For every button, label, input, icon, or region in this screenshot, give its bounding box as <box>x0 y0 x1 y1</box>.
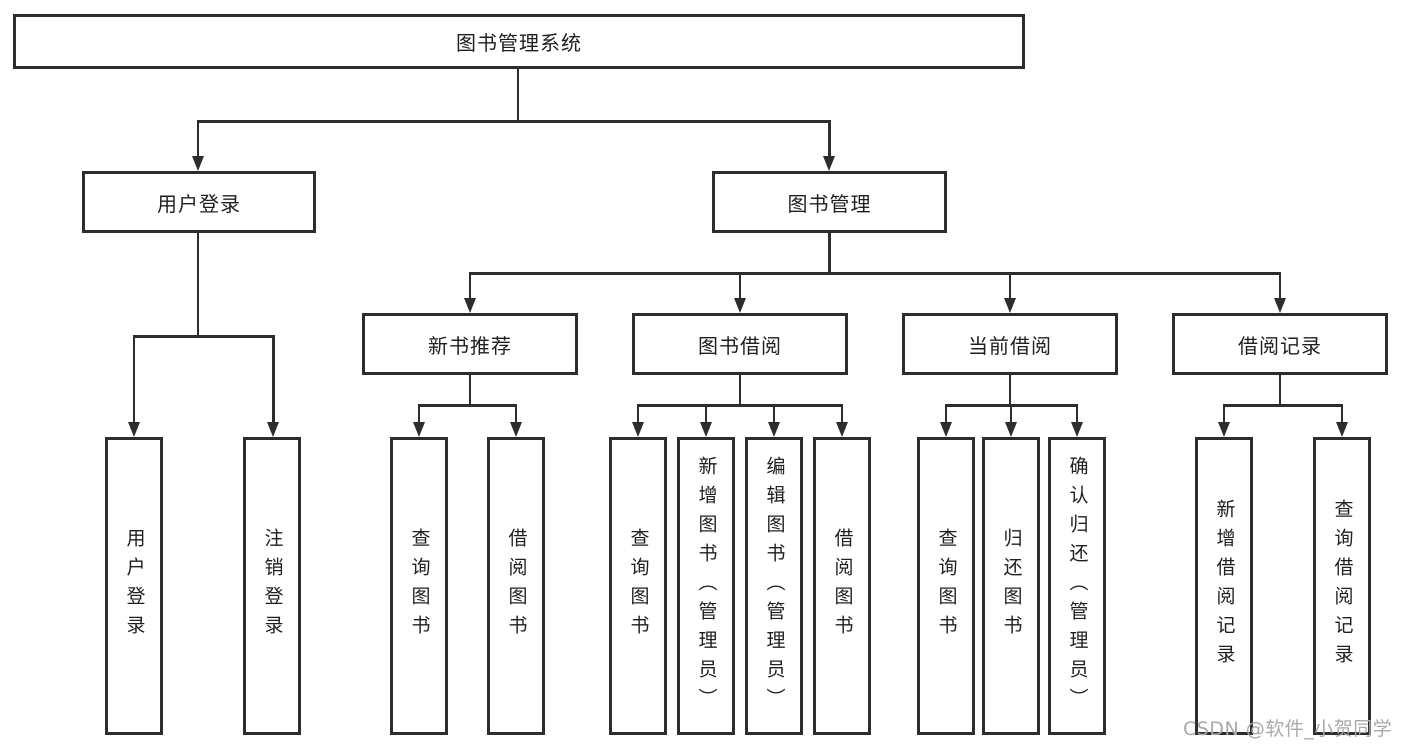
connector-leaf-stub <box>1222 404 1226 423</box>
leaf-query-books-current-label: 查询图书 <box>935 528 958 644</box>
arrowhead-down-icon <box>835 422 848 437</box>
leaf-query-borrow-record: 查询借阅记录 <box>1313 437 1371 735</box>
connector-leaf-stub <box>636 404 640 423</box>
leaf-return-books: 归还图书 <box>982 437 1040 735</box>
leaf-logout: 注销登录 <box>243 437 301 735</box>
leaf-add-books-admin: 新增图书（管理员） <box>677 437 735 735</box>
leaf-user-login: 用户登录 <box>105 437 163 735</box>
connector-leaf-stub <box>132 335 136 422</box>
connector-leaf-stub <box>1008 272 1012 299</box>
connector-leaf-stub <box>514 404 518 423</box>
leaf-edit-books-admin: 编辑图书（管理员） <box>745 437 803 735</box>
node-new-book-recommend: 新书推荐 <box>362 313 578 375</box>
arrowhead-down-icon <box>823 156 835 171</box>
connector-user-login-hline <box>132 335 275 338</box>
arrowhead-down-icon <box>267 422 279 437</box>
node-book-borrow: 图书借阅 <box>632 313 848 375</box>
connector-user-login-stub <box>196 120 200 158</box>
connector-level3-hline <box>468 272 1282 275</box>
connector-leaf-stub <box>944 404 948 423</box>
arrowhead-down-icon <box>1070 422 1083 437</box>
connector-leaf-stub <box>738 272 742 299</box>
connector-group-hline <box>417 404 518 407</box>
node-user-login-label: 用户登录 <box>157 191 241 216</box>
arrowhead-down-icon <box>1335 422 1348 437</box>
arrowhead-down-icon <box>767 422 780 437</box>
connector-leaf-stub <box>840 404 844 423</box>
connector-group-hline <box>636 404 844 407</box>
leaf-user-login-label: 用户登录 <box>123 528 146 644</box>
leaf-query-books-current: 查询图书 <box>917 437 975 735</box>
connector-leaf-stub <box>1075 404 1079 423</box>
connector-leaf-stub <box>272 335 275 422</box>
connector-leaf-stub <box>1340 404 1344 423</box>
connector-leaf-stub <box>1009 404 1013 423</box>
connector-group-vline <box>468 375 472 406</box>
leaf-return-books-label: 归还图书 <box>1000 528 1023 644</box>
leaf-add-borrow-record-label: 新增借阅记录 <box>1213 499 1236 673</box>
connector-leaf-stub <box>1278 272 1282 299</box>
leaf-borrow-books-recommend-label: 借阅图书 <box>505 528 528 644</box>
node-borrow-record-label: 借阅记录 <box>1238 333 1322 358</box>
leaf-query-books-borrow-label: 查询图书 <box>627 528 650 644</box>
connector-group-vline <box>738 375 742 406</box>
leaf-borrow-books-label: 借阅图书 <box>831 528 854 644</box>
node-book-management-label: 图书管理 <box>787 191 872 216</box>
leaf-confirm-return-admin-label: 确认归还（管理员） <box>1066 455 1089 717</box>
leaf-query-books-recommend-label: 查询图书 <box>408 528 431 644</box>
arrowhead-down-icon <box>939 422 952 437</box>
connector-group-vline <box>1008 375 1012 406</box>
arrowhead-down-icon <box>463 298 476 313</box>
node-user-login: 用户登录 <box>82 171 316 233</box>
connector-book-mgmt-vline <box>828 233 831 274</box>
node-book-borrow-label: 图书借阅 <box>698 333 782 358</box>
leaf-borrow-books-recommend: 借阅图书 <box>487 437 545 735</box>
arrowhead-down-icon <box>733 298 746 313</box>
connector-level1-hline <box>196 120 831 123</box>
leaf-query-borrow-record-label: 查询借阅记录 <box>1331 499 1354 673</box>
node-root: 图书管理系统 <box>13 14 1025 69</box>
node-current-borrow-label: 当前借阅 <box>968 333 1052 358</box>
leaf-logout-label: 注销登录 <box>261 528 284 644</box>
connector-leaf-stub <box>417 404 421 423</box>
node-borrow-record: 借阅记录 <box>1172 313 1388 375</box>
node-book-management: 图书管理 <box>712 171 947 233</box>
arrowhead-down-icon <box>1003 298 1016 313</box>
connector-leaf-stub <box>704 404 708 423</box>
leaf-query-books-borrow: 查询图书 <box>609 437 667 735</box>
connector-user-login-vline <box>196 233 200 337</box>
connector-leaf-stub <box>772 404 776 423</box>
leaf-add-books-admin-label: 新增图书（管理员） <box>695 455 718 717</box>
arrowhead-down-icon <box>1217 422 1230 437</box>
leaf-query-books-recommend: 查询图书 <box>390 437 448 735</box>
leaf-borrow-books: 借阅图书 <box>813 437 871 735</box>
node-new-book-recommend-label: 新书推荐 <box>428 333 512 358</box>
leaf-confirm-return-admin: 确认归还（管理员） <box>1048 437 1106 735</box>
leaf-add-borrow-record: 新增借阅记录 <box>1195 437 1253 735</box>
connector-book-mgmt-stub <box>828 120 831 158</box>
node-current-borrow: 当前借阅 <box>902 313 1118 375</box>
connector-group-vline <box>1278 375 1282 406</box>
connector-leaf-stub <box>468 272 472 299</box>
arrowhead-down-icon <box>631 422 644 437</box>
watermark-text: CSDN @软件_小贺同学 <box>1183 718 1393 740</box>
arrowhead-down-icon <box>509 422 522 437</box>
arrowhead-down-icon <box>412 422 425 437</box>
connector-root-vline <box>516 69 520 120</box>
arrowhead-down-icon <box>127 422 140 437</box>
arrowhead-down-icon <box>191 156 204 171</box>
arrowhead-down-icon <box>699 422 712 437</box>
arrowhead-down-icon <box>1004 422 1017 437</box>
connector-group-hline <box>1222 404 1344 407</box>
leaf-edit-books-admin-label: 编辑图书（管理员） <box>763 455 786 717</box>
node-root-label: 图书管理系统 <box>456 31 582 55</box>
arrowhead-down-icon <box>1273 298 1286 313</box>
